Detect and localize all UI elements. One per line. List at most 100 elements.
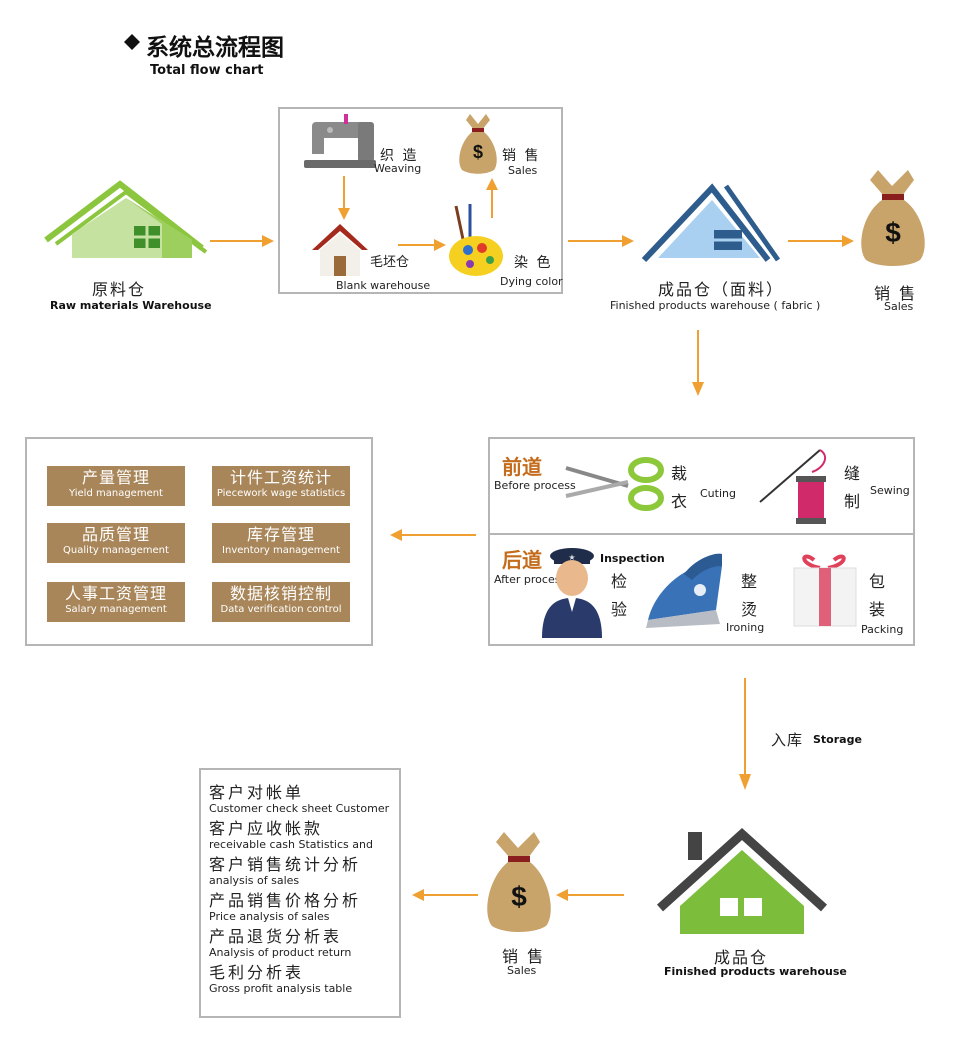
- management-label-en: Inventory management: [222, 545, 340, 556]
- arrow-down-icon: [692, 330, 704, 396]
- inventory-management-button[interactable]: 库存管理 Inventory management: [212, 523, 350, 563]
- finished-warehouse-en: Finished products warehouse: [664, 965, 847, 978]
- after-process-en: After process: [494, 573, 567, 586]
- sewing-cn1: 缝: [843, 464, 860, 483]
- page-subtitle: Total flow chart: [150, 63, 264, 78]
- report-en: Gross profit analysis table: [209, 982, 353, 995]
- yield-management-button[interactable]: 产量管理 Yield management: [47, 466, 185, 506]
- diamond-icon: [124, 34, 140, 50]
- data-verification-button[interactable]: 数据核销控制 Data verification control: [212, 582, 350, 622]
- cutting-cn1: 裁: [670, 464, 687, 483]
- ironing-en: Ironing: [726, 621, 765, 634]
- front-process-en: Before process: [494, 479, 576, 492]
- report-en: Price analysis of sales: [209, 910, 330, 923]
- raw-warehouse-en: Raw materials Warehouse: [50, 299, 212, 312]
- report-cn: 客户应收帐款: [209, 819, 324, 838]
- inspection-cn1: 检: [610, 572, 627, 591]
- blank-warehouse-en: Blank warehouse: [336, 279, 431, 292]
- arrow-left-icon: [412, 889, 478, 901]
- sewing-machine-icon: [304, 114, 376, 168]
- quality-management-button[interactable]: 品质管理 Quality management: [47, 523, 185, 563]
- arrow-right-icon: [210, 235, 274, 247]
- ironing-cn1: 整: [740, 572, 757, 591]
- report-cn: 客户对帐单: [209, 783, 305, 802]
- page-title: 系统总流程图: [146, 35, 284, 61]
- sales-small-cn: 销 售: [502, 148, 541, 164]
- cutting-cn2: 衣: [670, 492, 687, 511]
- thread-spool-icon: [759, 449, 827, 524]
- dyeing-en: Dying color: [500, 275, 563, 288]
- sales-top-en: Sales: [884, 300, 914, 313]
- cutting-en: Cuting: [700, 487, 736, 500]
- sales-top-cn: 销 售: [874, 284, 918, 303]
- raw-warehouse-icon: [44, 180, 208, 258]
- management-label-en: Salary management: [65, 604, 167, 615]
- salary-management-button[interactable]: 人事工资管理 Salary management: [47, 582, 185, 622]
- arrow-right-icon: [398, 239, 446, 251]
- finished-fabric-warehouse-icon: [641, 183, 781, 263]
- packing-cn2: 装: [868, 600, 885, 619]
- sewing-en: Sewing: [870, 484, 910, 497]
- packing-cn1: 包: [868, 572, 885, 591]
- raw-warehouse-cn: 原料仓: [92, 280, 147, 299]
- management-label-cn: 品质管理: [81, 525, 150, 544]
- process-divider: [490, 533, 913, 535]
- management-label-en: Yield management: [69, 488, 163, 499]
- svg-text:$: $: [511, 881, 527, 912]
- management-label-cn: 计件工资统计: [229, 468, 332, 487]
- arrow-left-icon: [556, 889, 624, 901]
- inspection-cn2: 验: [610, 600, 627, 619]
- after-process-cn: 后道: [502, 548, 542, 572]
- management-label-cn: 数据核销控制: [229, 584, 332, 603]
- arrow-left-icon: [390, 529, 476, 541]
- money-bag-icon: $: [459, 114, 497, 174]
- finished-fabric-en: Finished products warehouse ( fabric ): [610, 299, 821, 312]
- inspection-en: Inspection: [600, 552, 665, 565]
- report-cn: 产品退货分析表: [209, 927, 343, 946]
- report-cn: 产品销售价格分析: [209, 891, 362, 910]
- finished-warehouse-icon: [656, 827, 828, 934]
- front-process-cn: 前道: [502, 455, 542, 479]
- management-label-cn: 人事工资管理: [64, 584, 167, 603]
- dyeing-cn: 染 色: [514, 255, 553, 271]
- scissors-icon: [565, 457, 664, 511]
- arrow-up-icon: [486, 178, 498, 218]
- ironing-cn2: 烫: [740, 600, 757, 619]
- arrow-down-icon: [739, 678, 751, 790]
- svg-text:$: $: [885, 217, 901, 248]
- arrow-right-icon: [788, 235, 854, 247]
- report-en: Analysis of product return: [209, 946, 352, 959]
- sales-bottom-en: Sales: [507, 964, 537, 977]
- arrow-down-icon: [338, 176, 350, 220]
- gift-box-icon: [793, 554, 857, 627]
- reports-box: 客户对帐单 Customer check sheet Customer 客户应收…: [199, 768, 401, 1018]
- report-en: receivable cash Statistics and: [209, 838, 373, 851]
- weaving-en: Weaving: [374, 162, 422, 175]
- management-label-cn: 库存管理: [246, 525, 315, 544]
- storage-cn: 入库: [771, 731, 804, 749]
- money-bag-icon: $: [861, 170, 925, 266]
- piecework-wage-button[interactable]: 计件工资统计 Piecework wage statistics: [212, 466, 350, 506]
- sales-bottom-cn: 销 售: [502, 947, 546, 966]
- svg-text:$: $: [473, 142, 483, 162]
- finished-warehouse-cn: 成品仓: [714, 948, 769, 967]
- report-en: Customer check sheet Customer: [209, 802, 390, 815]
- money-bag-icon: $: [487, 832, 551, 932]
- sales-small-en: Sales: [508, 164, 538, 177]
- management-label-en: Data verification control: [220, 604, 342, 615]
- packing-en: Packing: [861, 623, 904, 636]
- management-label-cn: 产量管理: [81, 468, 150, 487]
- report-cn: 客户销售统计分析: [209, 855, 362, 874]
- sewing-cn2: 制: [843, 492, 860, 511]
- weaving-cn: 织 造: [380, 148, 419, 164]
- iron-icon: [646, 553, 722, 628]
- report-cn: 毛利分析表: [209, 963, 305, 982]
- management-label-en: Quality management: [63, 545, 169, 556]
- palette-icon: [449, 204, 503, 276]
- management-label-en: Piecework wage statistics: [216, 488, 346, 499]
- arrow-right-icon: [568, 235, 634, 247]
- svg-text:★: ★: [568, 553, 575, 562]
- inspector-icon: ★: [542, 548, 602, 638]
- blank-warehouse-cn: 毛坯仓: [370, 255, 410, 270]
- finished-fabric-cn: 成品仓（面料）: [658, 280, 785, 299]
